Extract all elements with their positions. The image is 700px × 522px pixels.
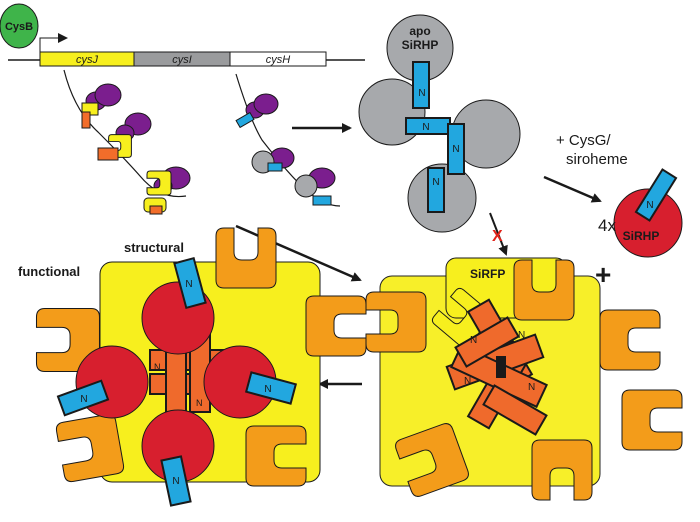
apo-label: apo: [409, 24, 430, 38]
n-label: N: [528, 382, 535, 393]
gene-cysh: [229, 51, 327, 67]
sirfp-orange-domain: [305, 295, 367, 357]
n-label: N: [172, 476, 179, 487]
sirfp-core-helix: [482, 384, 548, 436]
sirfp-orange-domain: [621, 389, 683, 451]
gene-cysi-label: cysI: [172, 54, 192, 66]
n-label: N: [422, 122, 429, 133]
sirfp-label: SiRFP: [470, 267, 505, 281]
n-terminus-block: [56, 379, 110, 417]
n-terminus-block: [427, 167, 445, 213]
n-label: N: [185, 279, 192, 290]
arrow-to-sirhp: [543, 175, 602, 203]
arrows: X: [235, 123, 602, 389]
n-terminus-block: [173, 256, 207, 310]
sirfp-core-center: [496, 356, 506, 378]
sirhp-monomer: N SiRHP: [613, 168, 683, 258]
operon: cysJ cysI cysH CysB: [0, 3, 365, 67]
stoichiometry-label: 4x: [598, 216, 616, 235]
n-label: N: [452, 144, 459, 155]
nascent-sirhp-blue: [267, 162, 283, 172]
sirhp-label: SiRHP: [623, 229, 660, 243]
blocked-x-mark: X: [492, 228, 503, 245]
n-terminus-block: [244, 371, 298, 405]
cysb-regulator: [0, 3, 39, 49]
n-terminus-block: [447, 123, 465, 175]
apo-sirhp-complex: N N N N apo SiRHP: [358, 14, 521, 233]
apo-n-termini: [405, 61, 465, 213]
gene-cysj-label: cysJ: [76, 54, 99, 66]
n-label: N: [464, 376, 471, 387]
n-terminus-block: [634, 168, 678, 222]
sirfp-orange-domain: [215, 227, 277, 289]
nascent-sirhp-gray: [294, 174, 318, 198]
cofactor-label-line1: + CysG/: [556, 132, 611, 149]
nascent-sirhp-blue: [235, 111, 255, 129]
apo-sirhp-label: SiRHP: [402, 38, 439, 52]
translation-cysi: [235, 73, 341, 207]
n-label: N: [432, 177, 439, 188]
translation-cysj: [63, 69, 191, 215]
nascent-sirfp-orange: [97, 147, 119, 161]
sirfp-octamer: N N N N SiRFP: [365, 257, 683, 501]
n-label: N: [646, 200, 653, 211]
ribosome-large: [94, 83, 122, 107]
n-label: N: [418, 88, 425, 99]
gene-cysh-label: cysH: [266, 54, 291, 66]
cysb-label: CysB: [5, 21, 33, 33]
arrow-to-sirfp: [235, 224, 362, 282]
n-terminus-block: [160, 455, 192, 507]
ribosome-large: [253, 93, 279, 115]
arrow-blocked: [489, 212, 508, 256]
n-label: N: [154, 362, 161, 372]
sirfp-orange-domain: [599, 309, 661, 371]
sirfp-orange-domain: [54, 412, 126, 484]
sirfp-core-helix: [454, 316, 520, 368]
n-label: N: [264, 384, 271, 395]
n-label: N: [470, 335, 477, 346]
holoenzyme-complex: N N N N N N functional structural: [18, 227, 367, 507]
sirfp-core: [445, 298, 548, 436]
n-label: N: [196, 398, 203, 408]
functional-label: functional: [18, 264, 80, 279]
n-terminus-block: [412, 61, 430, 109]
nascent-sirfp-orange: [149, 205, 163, 215]
promoter-arrow: [39, 33, 68, 52]
sirhp-red: [613, 188, 683, 258]
n-label: N: [80, 394, 87, 405]
structural-label: structural: [124, 240, 184, 255]
cofactor-label-line2: siroheme: [566, 151, 628, 168]
nascent-sirfp-orange: [81, 111, 91, 129]
n-label: N: [518, 330, 525, 341]
nascent-sirhp-blue: [312, 195, 332, 206]
